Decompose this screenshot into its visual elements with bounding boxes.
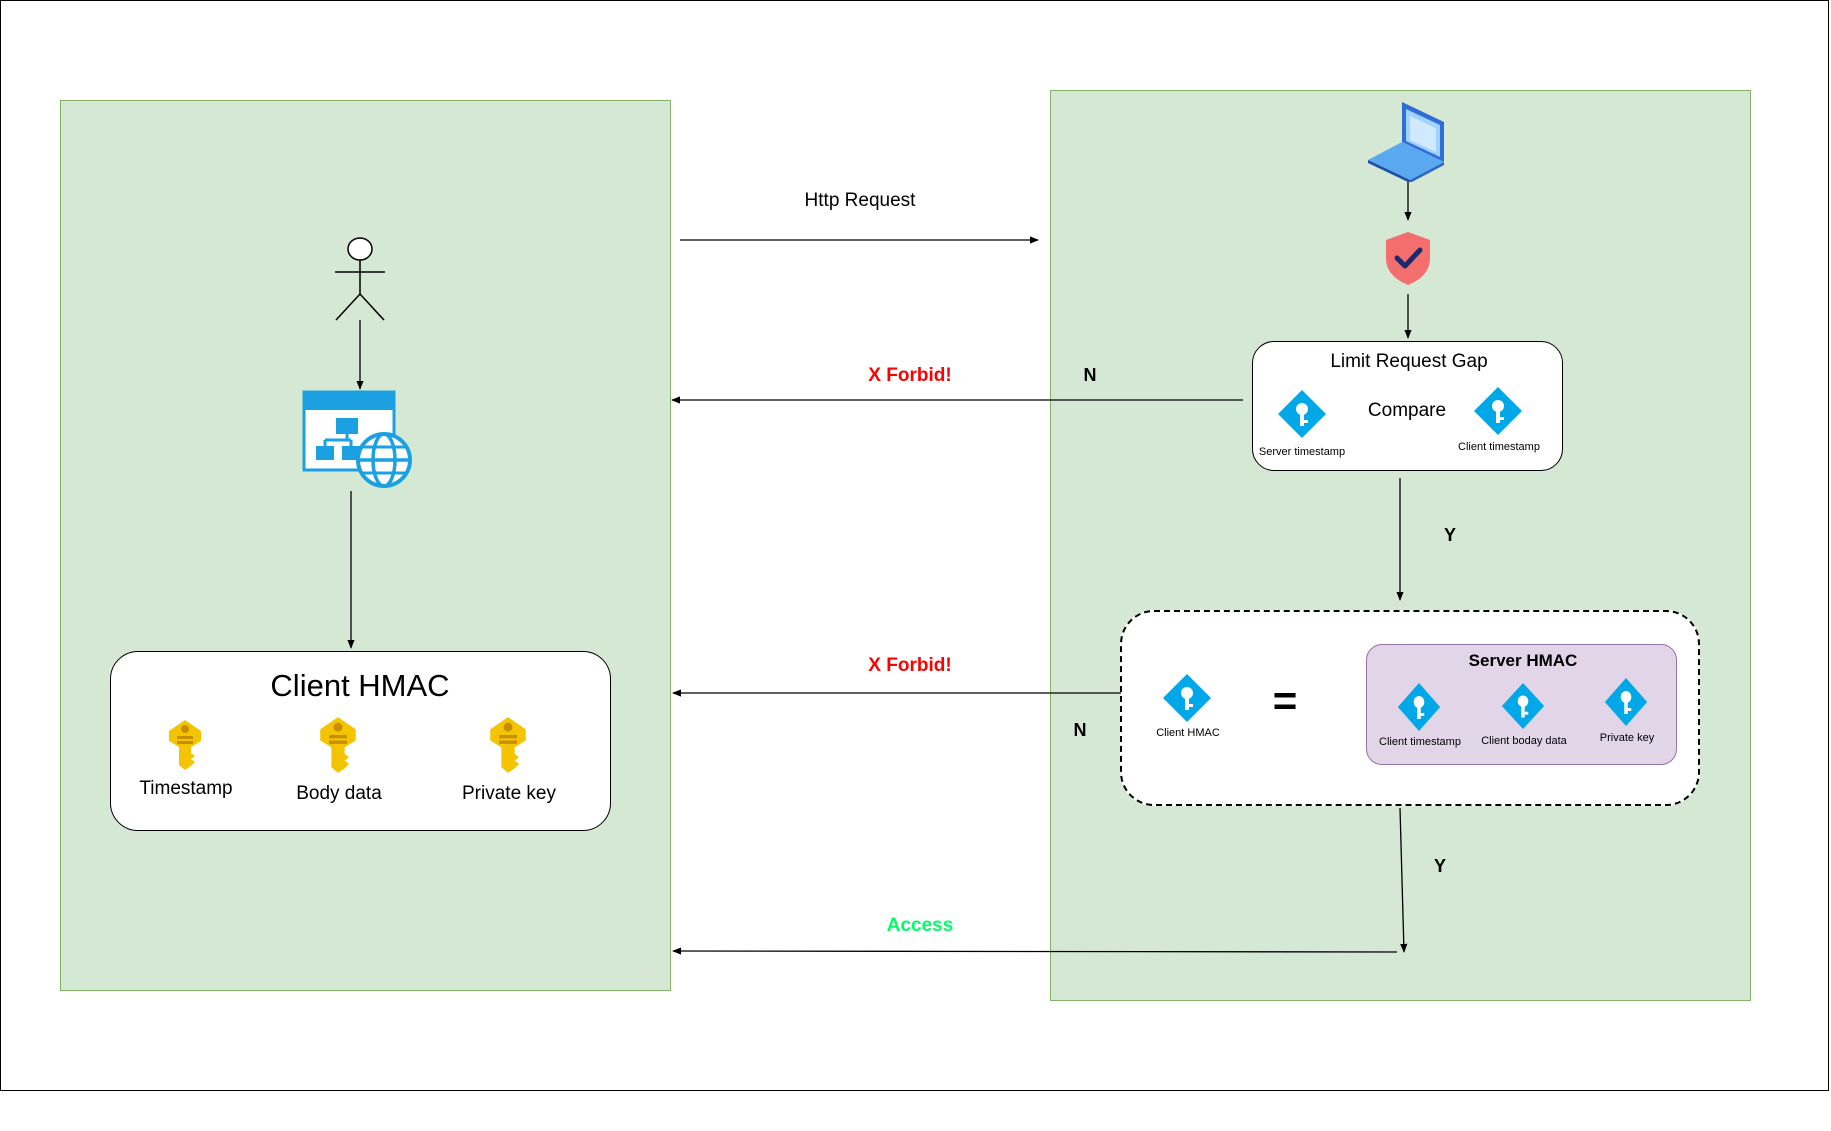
client-key-label: Timestamp <box>139 778 233 799</box>
client-key-label: Body data <box>296 783 382 804</box>
laptop-icon <box>1368 102 1444 182</box>
azure-key-icon <box>1501 682 1545 730</box>
hmac-yes-label: Y <box>1433 856 1447 876</box>
forbid-gap-label: X Forbid! <box>868 365 952 386</box>
shield-check-icon <box>1386 232 1430 285</box>
compare-label: Compare <box>1367 400 1447 421</box>
gap-no-label: N <box>1083 365 1097 385</box>
client-hmac-key-label: Client HMAC <box>1156 727 1220 739</box>
http-request-label: Http Request <box>804 190 916 211</box>
actor-icon <box>335 237 385 321</box>
gap-yes-label: Y <box>1443 525 1457 545</box>
forbid-hmac-label: X Forbid! <box>868 655 952 676</box>
server-hmac-key-label: Private key <box>1599 732 1655 744</box>
server-timestamp-label: Server timestamp <box>1258 446 1346 458</box>
arrow-hmac-yes <box>1399 807 1408 953</box>
arrow-access <box>672 947 1398 955</box>
azure-key-icon <box>1474 387 1522 435</box>
equals-sign: = <box>1272 677 1298 724</box>
hmac-no-label: N <box>1073 720 1087 740</box>
server-hmac-key-label: Client boday data <box>1481 735 1567 747</box>
server-hmac-key-label: Client timestamp <box>1379 736 1461 748</box>
gap-title: Limit Request Gap <box>1330 351 1488 372</box>
client-timestamp-label: Client timestamp <box>1458 441 1540 453</box>
gold-key-icon <box>320 717 356 773</box>
gold-key-icon <box>169 720 201 770</box>
client-hmac-title: Client HMAC <box>270 668 450 703</box>
azure-key-icon <box>1397 683 1441 731</box>
azure-key-icon <box>1163 674 1211 722</box>
server-hmac-title: Server HMAC <box>1468 651 1578 670</box>
azure-key-icon <box>1278 390 1326 438</box>
access-label: Access <box>886 915 954 936</box>
web-app-icon <box>302 390 412 488</box>
gold-key-icon <box>490 717 526 773</box>
client-key-label: Private key <box>462 783 556 804</box>
azure-key-icon <box>1604 678 1648 726</box>
